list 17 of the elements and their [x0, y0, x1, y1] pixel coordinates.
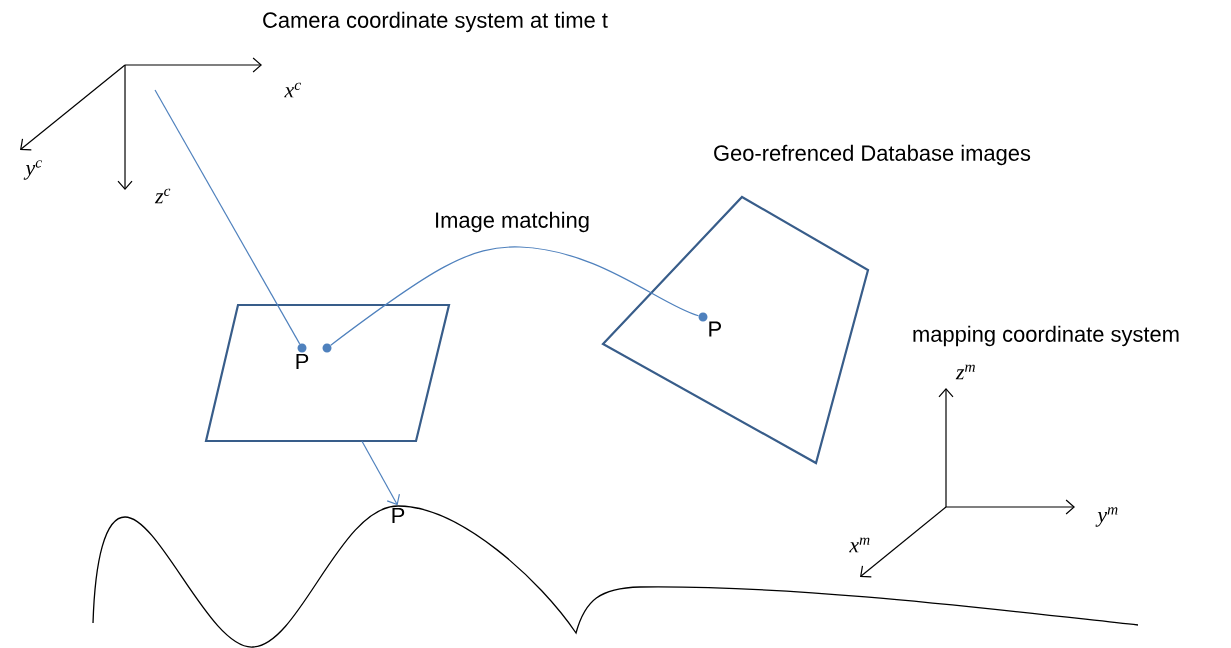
- node-label: Geo-refrenced Database images: [714, 144, 1031, 166]
- axis-label: x$^{m}$: [849, 537, 870, 553]
- node-label: P: [296, 353, 309, 369]
- axis-label: x$^{c}$: [284, 82, 301, 98]
- axis-label: z$^{m}$: [955, 364, 975, 380]
- image-plane: [204, 303, 451, 443]
- axis-label: y$^{c}$: [23, 160, 42, 180]
- edge-label: Image matching: [433, 210, 591, 234]
- axis-label: z$^{c}$: [154, 188, 171, 204]
- heading-text: Camera coordinate system at time t: [263, 11, 608, 33]
- connector: [154, 89, 301, 345]
- connector: [330, 246, 700, 346]
- node-label: P: [709, 321, 721, 337]
- connector: [361, 440, 400, 506]
- terrain-point: P: [392, 507, 405, 523]
- heading-text: mapping coordinate system: [913, 325, 1179, 347]
- axis-label: y$^{m}$: [1095, 507, 1118, 527]
